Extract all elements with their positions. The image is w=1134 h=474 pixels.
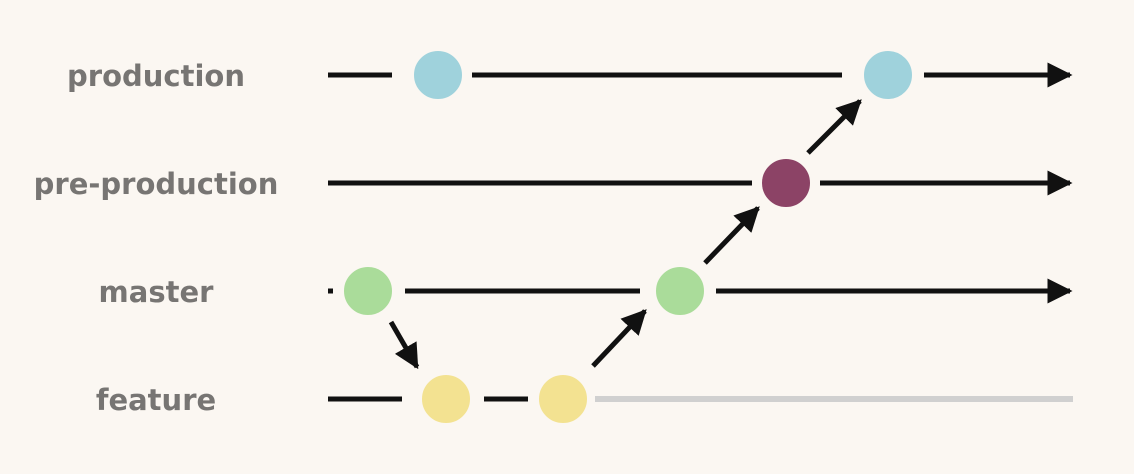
commit-node-production (410, 47, 466, 103)
merge-arrow-master-to-pre-production (703, 206, 760, 265)
branch-label-feature: feature (96, 383, 216, 417)
commit-node-master (652, 263, 708, 319)
merge-arrow-pre-production-to-production (806, 99, 862, 155)
commit-node-feature (418, 371, 474, 427)
branch-label-pre-production: pre-production (34, 167, 279, 201)
commit-node-production (860, 47, 916, 103)
commit-node-feature (535, 371, 591, 427)
commit-node-pre-production (758, 155, 814, 211)
branch-arrow-master-to-feature (388, 320, 420, 370)
merge-arrow-feature-to-master (591, 309, 647, 368)
branch-label-production: production (67, 59, 245, 93)
branch-label-master: master (99, 275, 215, 309)
commit-node-master (340, 263, 396, 319)
